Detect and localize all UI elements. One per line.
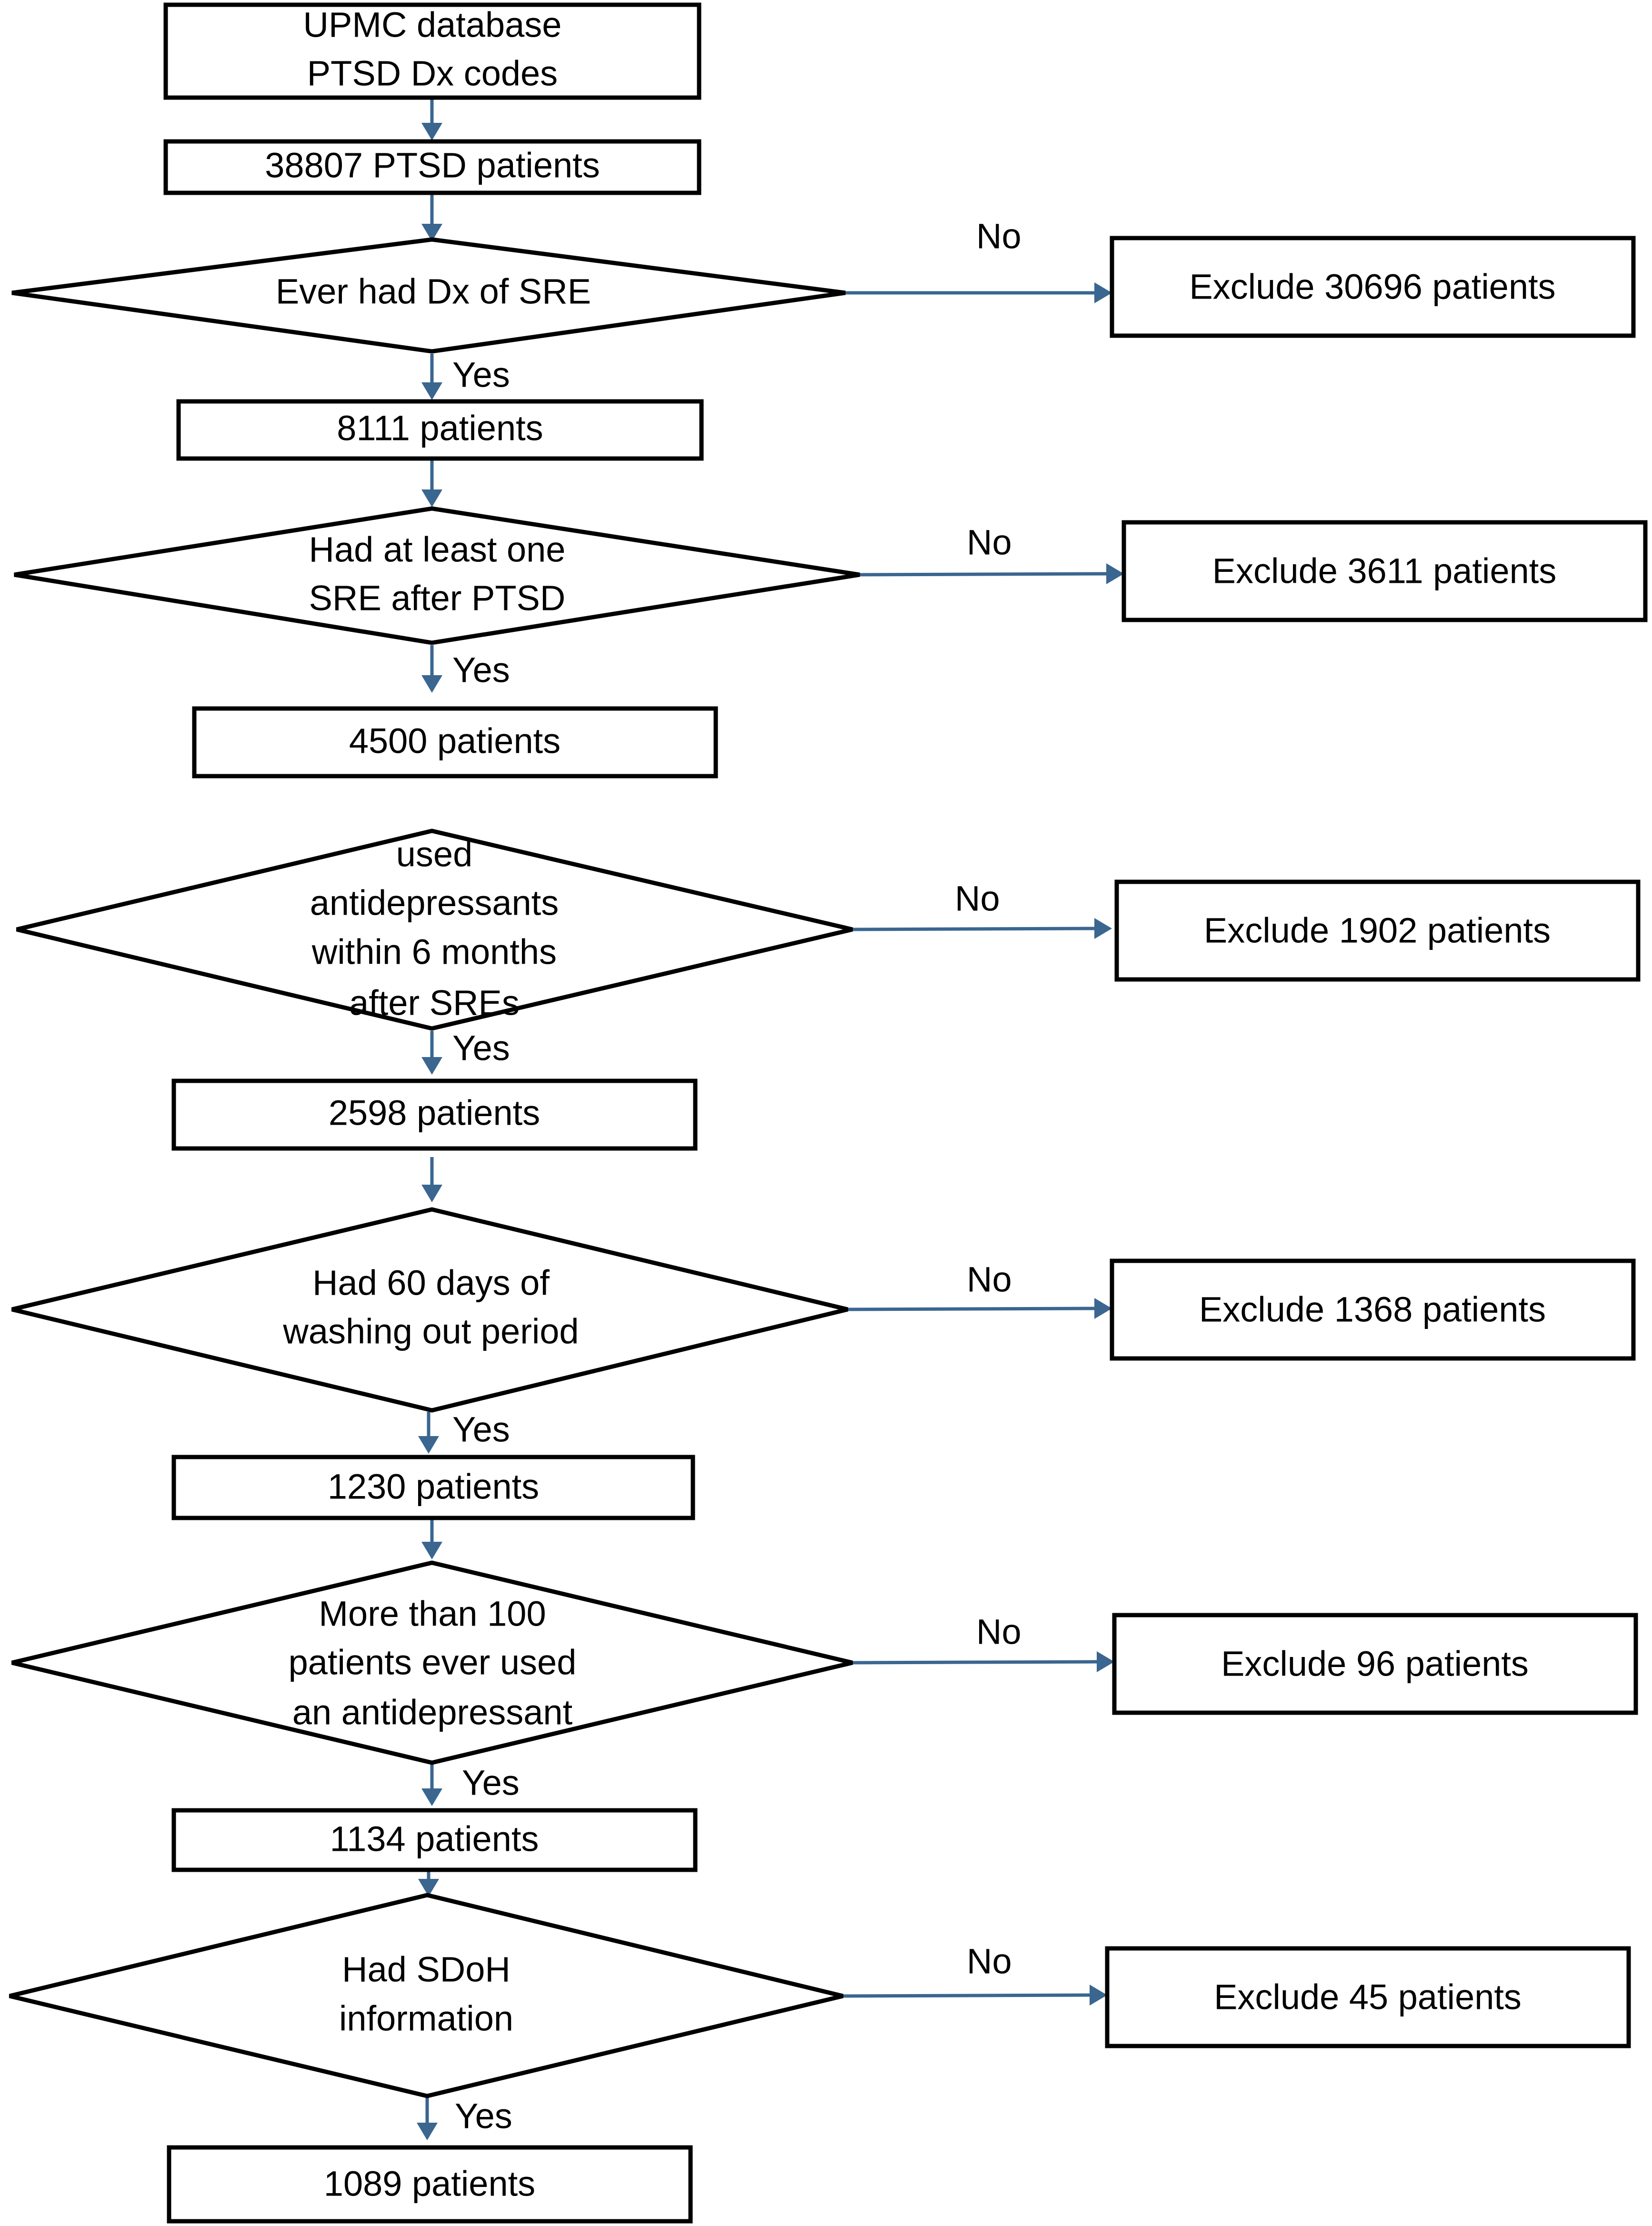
decision-6-line-2: information [339, 1999, 513, 2038]
exclusion-box-4: Exclude 1368 patients [1110, 1258, 1636, 1361]
decision-6-line-1: Had SDoH [342, 1950, 511, 1989]
decision-1: Ever had Dx of SRE [11, 237, 846, 354]
process-box-1-label: 38807 PTSD patients [265, 146, 600, 185]
no-label-1: No [976, 217, 1021, 256]
connector-start-to-box1 [421, 99, 442, 140]
yes-label-3: Yes [452, 1028, 510, 1068]
yes-label-2: Yes [452, 650, 510, 690]
connector-decision3-no [852, 918, 1112, 939]
yes-label-5: Yes [462, 1763, 520, 1803]
start-box: UPMC database PTSD Dx codes [163, 2, 701, 100]
process-box-final-label: 1089 patients [324, 2164, 535, 2204]
connector-box5-to-decision5 [421, 1519, 442, 1559]
process-box-4-label: 2598 patients [329, 1093, 540, 1133]
process-box-final: 1089 patients [167, 2145, 693, 2224]
decision-5-line-2: patients ever used [289, 1643, 577, 1682]
no-label-5: No [976, 1612, 1021, 1652]
decision-3-line-4: after SREs [349, 983, 520, 1023]
process-box-2-label: 8111 patients [337, 409, 543, 448]
exclusion-box-1-label: Exclude 30696 patients [1189, 267, 1555, 307]
yes-label-1: Yes [452, 355, 510, 395]
process-box-2: 8111 patients [176, 399, 704, 461]
decision-6: Had SDoH information [9, 1893, 844, 2098]
connector-decision2-no [859, 563, 1124, 584]
no-label-6: No [967, 1942, 1012, 1981]
no-label-3: No [955, 879, 1000, 918]
exclusion-box-5-label: Exclude 96 patients [1221, 1644, 1529, 1684]
connector-decision1-no [845, 282, 1112, 303]
connector-decision4-no [847, 1298, 1112, 1319]
connector-box6-to-decision6 [418, 1870, 439, 1897]
process-box-5-label: 1230 patients [328, 1467, 539, 1507]
yes-label-6: Yes [455, 2096, 512, 2136]
decision-4-line-2: washing out period [282, 1312, 579, 1351]
decision-3-line-2: antidepressants [310, 883, 559, 923]
start-line-2: PTSD Dx codes [307, 54, 558, 93]
process-box-3-label: 4500 patients [349, 721, 561, 761]
exclusion-box-1: Exclude 30696 patients [1110, 236, 1636, 338]
connector-decision6-no [842, 1985, 1107, 2006]
connector-decision5-yes [421, 1764, 442, 1806]
exclusion-box-4-label: Exclude 1368 patients [1199, 1290, 1546, 1329]
connector-decision6-yes [417, 2097, 438, 2140]
exclusion-box-6-label: Exclude 45 patients [1214, 1977, 1522, 2017]
yes-label-4: Yes [452, 1410, 510, 1449]
no-label-4: No [967, 1260, 1012, 1299]
exclusion-box-3: Exclude 1902 patients [1114, 879, 1641, 982]
process-box-4: 2598 patients [171, 1078, 698, 1151]
process-box-6-label: 1134 patients [330, 1819, 539, 1859]
process-box-5: 1230 patients [171, 1455, 695, 1520]
exclusion-box-6: Exclude 45 patients [1105, 1946, 1631, 2048]
connector-decision3-yes [421, 1031, 442, 1075]
start-line-1: UPMC database [303, 5, 562, 45]
process-box-3: 4500 patients [192, 706, 718, 779]
process-box-6: 1134 patients [171, 1808, 698, 1872]
decision-2-line-2: SRE after PTSD [309, 579, 566, 618]
decision-2: Had at least one SRE after PTSD [14, 506, 860, 645]
decision-5: More than 100 patients ever used an anti… [11, 1560, 853, 1765]
connector-decision5-no [852, 1651, 1114, 1672]
decision-3-line-1: used [396, 835, 472, 874]
no-label-2: No [967, 523, 1012, 562]
decision-3: used antidepressants within 6 months aft… [16, 829, 853, 1031]
connector-decision4-yes [418, 1412, 439, 1454]
connector-box2-to-decision2 [421, 459, 442, 507]
decision-1-line-1: Ever had Dx of SRE [276, 272, 591, 311]
connector-decision1-yes [421, 354, 442, 400]
decision-4-line-1: Had 60 days of [312, 1263, 550, 1303]
decision-3-line-3: within 6 months [311, 932, 557, 972]
connector-box4-to-decision4 [421, 1157, 442, 1202]
connector-box1-to-decision1 [421, 194, 442, 241]
process-box-1: 38807 PTSD patients [163, 139, 701, 195]
decision-5-line-3: an antidepressant [292, 1693, 573, 1732]
decision-2-line-1: Had at least one [309, 530, 566, 569]
exclusion-box-3-label: Exclude 1902 patients [1204, 911, 1551, 950]
decision-5-line-1: More than 100 [319, 1594, 546, 1634]
decision-4: Had 60 days of washing out period [11, 1207, 849, 1413]
exclusion-box-2-label: Exclude 3611 patients [1212, 551, 1557, 591]
connector-decision2-yes [421, 645, 442, 693]
exclusion-box-2: Exclude 3611 patients [1121, 520, 1648, 622]
exclusion-box-5: Exclude 96 patients [1112, 1613, 1638, 1715]
